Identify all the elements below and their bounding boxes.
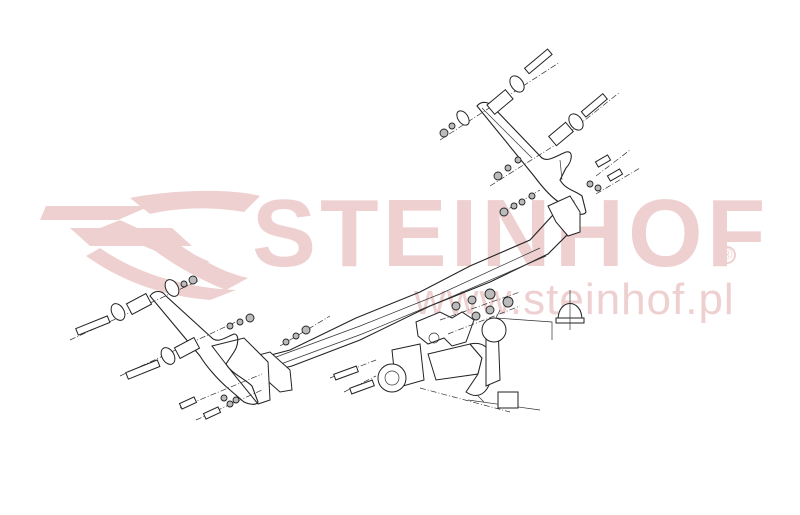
washer bbox=[586, 180, 594, 188]
plug-body bbox=[497, 391, 519, 409]
nut bbox=[439, 128, 449, 138]
left-bracket-hardware bbox=[69, 275, 263, 421]
socket-bolts bbox=[329, 359, 377, 395]
bolt bbox=[75, 315, 111, 336]
beam-hardware bbox=[279, 189, 541, 347]
bolt bbox=[125, 359, 161, 380]
bolt bbox=[523, 48, 553, 75]
spacer-sleeve bbox=[173, 336, 201, 360]
nut bbox=[245, 313, 255, 323]
neck-mount bbox=[415, 288, 521, 347]
washer bbox=[164, 279, 180, 297]
spacer-sleeve bbox=[125, 292, 153, 316]
nut bbox=[502, 296, 514, 308]
ball-cover-cap bbox=[555, 290, 585, 330]
registered-trademark-icon: ® bbox=[718, 246, 736, 264]
cross-beam bbox=[211, 195, 581, 405]
washer bbox=[236, 318, 244, 326]
bolt bbox=[594, 154, 612, 168]
washer bbox=[160, 347, 176, 365]
beam-end-plate bbox=[547, 195, 581, 237]
bolt bbox=[178, 396, 198, 410]
nut bbox=[467, 295, 477, 305]
washer bbox=[594, 184, 602, 192]
right-bracket-hardware bbox=[439, 48, 641, 195]
nut bbox=[493, 171, 503, 181]
washer bbox=[180, 280, 188, 288]
washer bbox=[110, 303, 126, 321]
nut bbox=[188, 275, 198, 285]
nut bbox=[484, 288, 496, 300]
washer bbox=[220, 394, 228, 402]
tow-ball-neck bbox=[427, 309, 553, 396]
spacer-sleeve bbox=[548, 121, 574, 147]
washer bbox=[448, 122, 456, 130]
washer bbox=[232, 396, 240, 404]
connector-plug bbox=[467, 391, 541, 411]
right-bracket bbox=[476, 101, 587, 215]
bolt bbox=[606, 168, 624, 182]
spacer-sleeve bbox=[486, 88, 514, 116]
watermark-brand: STEINHOF bbox=[252, 180, 770, 287]
electrical-socket bbox=[377, 363, 407, 393]
bolt bbox=[202, 406, 222, 420]
left-bracket bbox=[149, 290, 259, 405]
washer bbox=[456, 110, 470, 126]
nut bbox=[451, 301, 461, 311]
washer bbox=[509, 75, 525, 93]
washer bbox=[226, 400, 234, 408]
washer bbox=[226, 322, 234, 330]
tow-ball bbox=[481, 317, 507, 343]
beam-end-plate bbox=[211, 337, 271, 405]
washer bbox=[514, 156, 522, 164]
nut bbox=[485, 305, 495, 315]
washer bbox=[504, 164, 512, 172]
bolt bbox=[580, 92, 609, 118]
socket-assembly bbox=[377, 343, 511, 413]
nut bbox=[471, 311, 481, 321]
washer bbox=[568, 113, 584, 131]
